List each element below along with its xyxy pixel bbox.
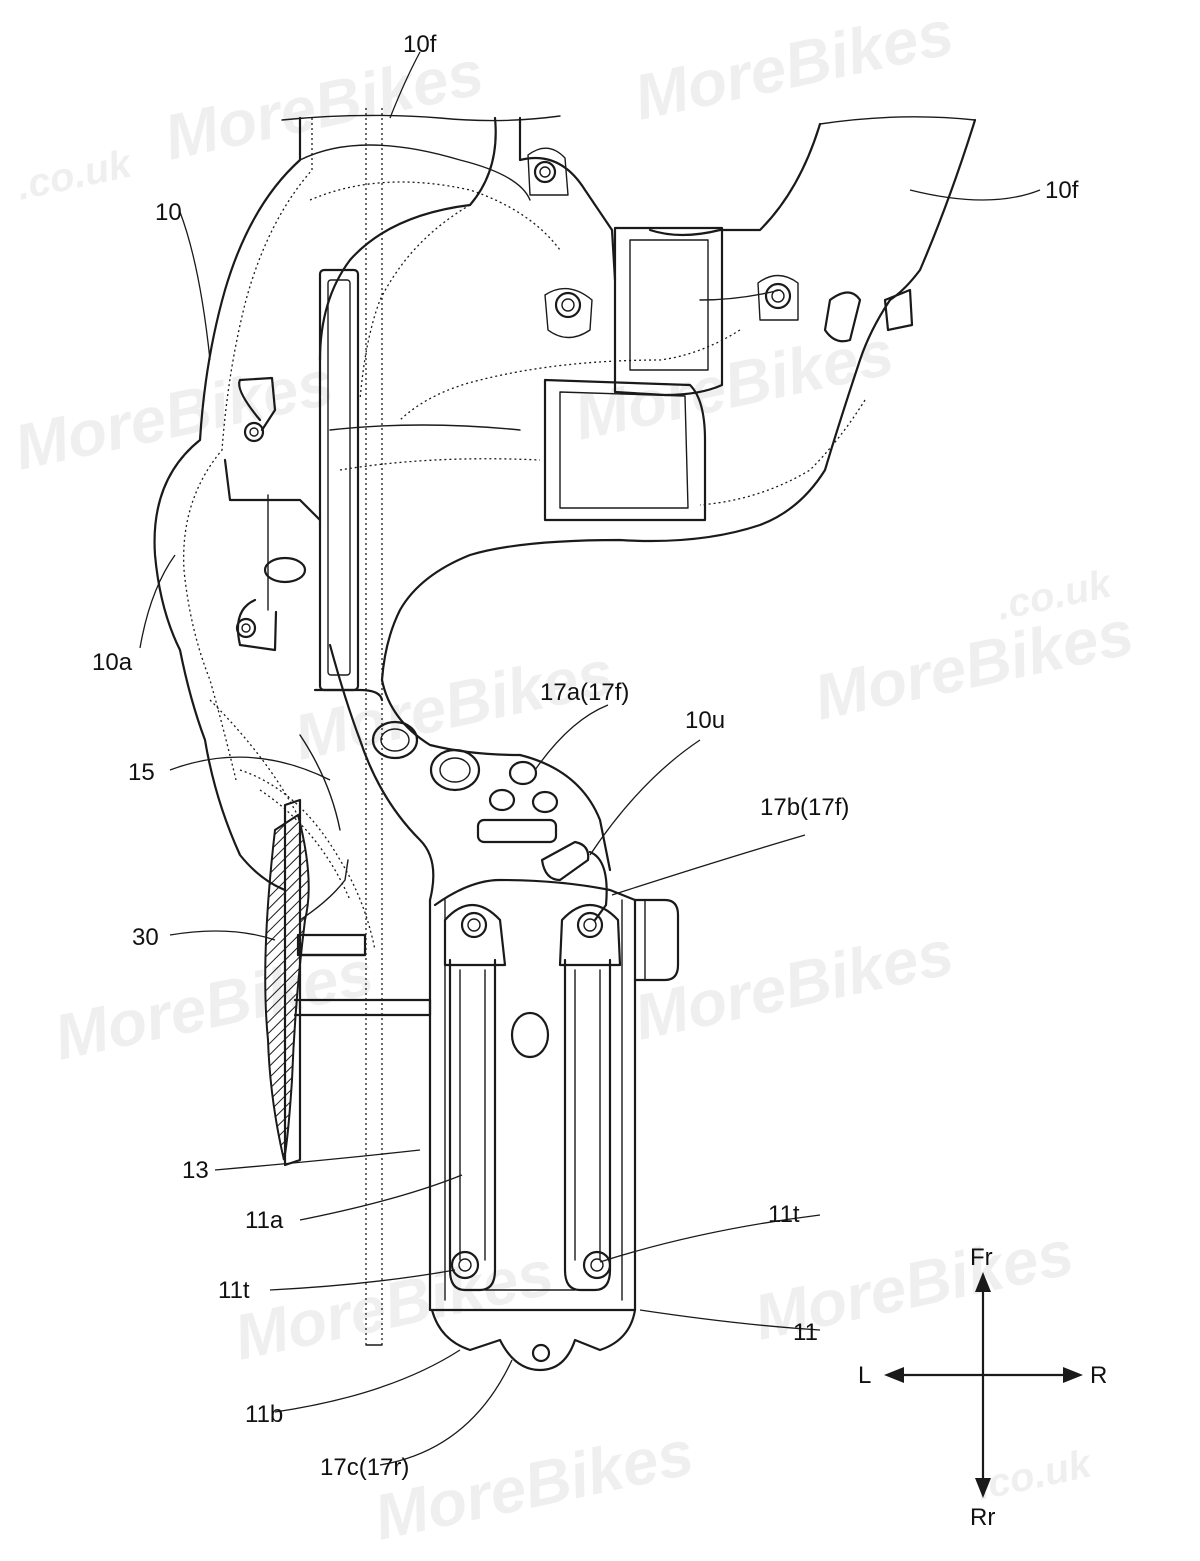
- compass-rear-label: Rr: [970, 1504, 995, 1531]
- leader-lines: [139, 51, 1041, 1466]
- watermark-suffix: .co.uk: [973, 1441, 1097, 1508]
- label-10a: 10a: [92, 649, 133, 676]
- label-11t-right: 11t: [768, 1201, 800, 1228]
- label-11a: 11a: [245, 1207, 284, 1234]
- junction-holes: [371, 720, 608, 922]
- label-15: 15: [128, 759, 155, 786]
- direction-compass: Fr Rr L R: [858, 1244, 1107, 1531]
- watermark-text: MoreBikes: [8, 346, 340, 484]
- watermark-text: MoreBikes: [628, 0, 960, 134]
- label-30: 30: [132, 924, 159, 951]
- watermark-text: MoreBikes: [228, 1236, 560, 1374]
- main-frame: [153, 116, 977, 951]
- label-13: 13: [182, 1157, 209, 1184]
- compass-front-label: Fr: [970, 1244, 993, 1271]
- compass-right-label: R: [1090, 1362, 1107, 1389]
- arrow-up-icon: [975, 1272, 991, 1292]
- watermark-text: MoreBikes: [368, 1416, 700, 1554]
- label-11t-left: 11t: [218, 1277, 250, 1304]
- label-10f-top: 10f: [403, 31, 437, 58]
- arrow-left-icon: [884, 1367, 904, 1383]
- part-30: [264, 798, 432, 1167]
- label-10u: 10u: [685, 707, 725, 734]
- watermark-text: MoreBikes: [48, 936, 380, 1074]
- label-17a: 17a(17f): [540, 679, 629, 706]
- label-10f-right: 10f: [1045, 177, 1079, 204]
- centerline: [365, 108, 383, 1346]
- label-11b: 11b: [245, 1401, 283, 1428]
- arrow-down-icon: [975, 1478, 991, 1498]
- label-17c: 17c(17r): [320, 1454, 409, 1481]
- label-11: 11: [793, 1319, 818, 1346]
- compass-left-label: L: [858, 1362, 871, 1389]
- label-10: 10: [155, 199, 182, 226]
- lower-bracket: [428, 878, 680, 1372]
- reference-labels: 10f 10f 10 10a 17a(17f) 10u 15 17b(17f) …: [92, 31, 1079, 1481]
- watermark-text: MoreBikes: [158, 36, 490, 174]
- watermark-text: MoreBikes: [808, 596, 1140, 734]
- arrow-right-icon: [1063, 1367, 1083, 1383]
- watermark-layer: MoreBikes MoreBikes MoreBikes MoreBikes …: [8, 0, 1140, 1554]
- watermark-suffix: .co.uk: [13, 141, 137, 208]
- label-17b: 17b(17f): [760, 794, 849, 821]
